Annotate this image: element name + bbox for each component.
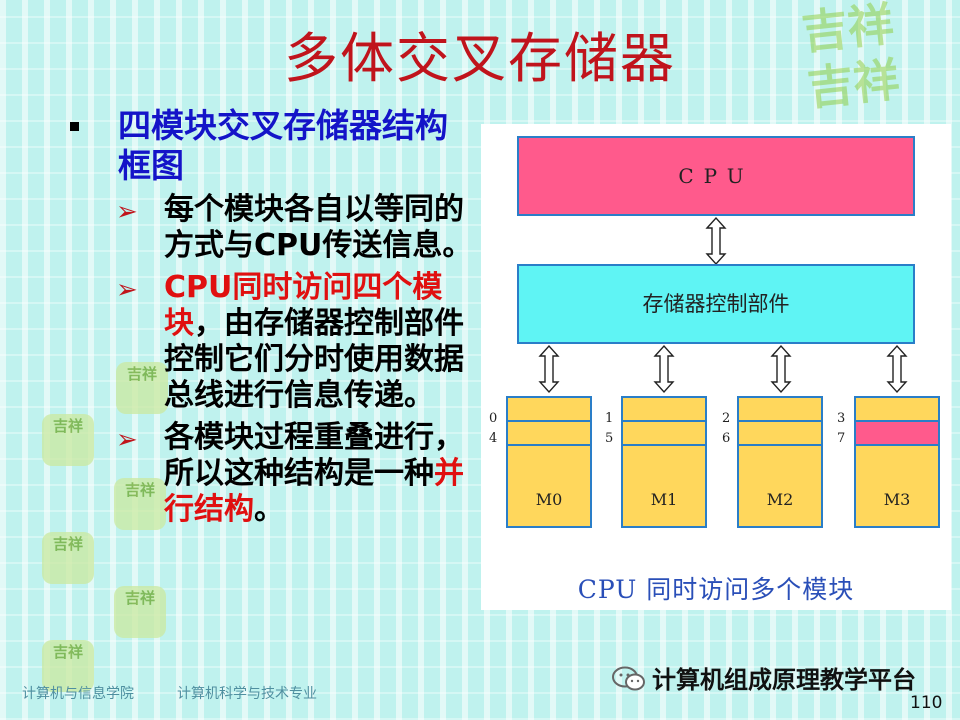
memory-controller-box: 存储器控制部件: [517, 264, 915, 344]
controller-module-arrow: [771, 345, 791, 393]
page-number: 110: [910, 693, 943, 713]
watermark-seal-small: 吉祥: [42, 414, 94, 466]
memory-module-m3: M3: [854, 396, 940, 528]
cpu-box: CPU: [517, 136, 915, 216]
memory-module-m0: M0: [506, 396, 592, 528]
wechat-label: 计算机组成原理教学平台: [652, 666, 916, 694]
arrow-bullet-icon: ➢: [116, 425, 138, 455]
module-label: M0: [535, 490, 563, 509]
sub-bullet-3-suffix: 。: [254, 492, 284, 527]
arrow-bullet-icon: ➢: [116, 197, 138, 227]
wechat-account: 计算机组成原理教学平台: [612, 660, 916, 695]
watermark-seal-small: 吉祥: [42, 532, 94, 584]
sub-bullet-3-highlight: 并行结构: [164, 456, 464, 527]
main-bullet: 四模块交叉存储器结构框图: [66, 106, 476, 186]
arrow-bullet-icon: ➢: [116, 275, 138, 305]
bullet-list: 四模块交叉存储器结构框图 ➢ 每个模块各自以等同的方式与CPU传送信息。 ➢ C…: [66, 106, 476, 528]
cpu-controller-arrow: [706, 217, 726, 265]
controller-module-arrow: [539, 345, 559, 393]
wechat-icon: [612, 666, 645, 691]
watermark-seal-small: 吉祥: [116, 362, 168, 414]
square-bullet-icon: [70, 122, 79, 131]
controller-module-arrow: [887, 345, 907, 393]
watermark-seal-small: 吉祥: [114, 478, 166, 530]
memory-module-m1: M1: [621, 396, 707, 528]
sub-bullet-3-text: 各模块过程重叠进行，所以这种结构是一种: [164, 420, 464, 491]
watermark-seal-small: 吉祥: [114, 586, 166, 638]
memory-module-m2: M2: [737, 396, 823, 528]
footer-major: 计算机科学与技术专业: [177, 686, 317, 702]
module-label: M2: [766, 490, 794, 509]
sub-bullet-2: ➢ CPU同时访问四个模块，由存储器控制部件控制它们分时使用数据总线进行信息传递…: [66, 270, 476, 414]
sub-bullet-3: ➢ 各模块过程重叠进行，所以这种结构是一种并行结构。: [66, 420, 476, 528]
slide-title: 多体交叉存储器: [284, 27, 676, 90]
main-bullet-text: 四模块交叉存储器结构框图: [118, 106, 448, 185]
diagram-caption: CPU 同时访问多个模块: [577, 575, 855, 604]
sub-bullet-2-text: ，由存储器控制部件控制它们分时使用数据总线进行信息传递。: [164, 306, 464, 413]
module-label: M1: [650, 490, 678, 509]
sub-bullet-1-text: 每个模块各自以等同的方式与CPU传送信息。: [164, 192, 473, 263]
sub-bullet-1: ➢ 每个模块各自以等同的方式与CPU传送信息。: [66, 192, 476, 264]
controller-module-arrow: [654, 345, 674, 393]
sub-bullet-2-highlight: CPU同时访问四个模块: [164, 270, 443, 341]
footer-dept: 计算机与信息学院: [22, 686, 134, 702]
module-label: M3: [883, 490, 911, 509]
watermark-seal-small: 吉祥: [42, 640, 94, 692]
